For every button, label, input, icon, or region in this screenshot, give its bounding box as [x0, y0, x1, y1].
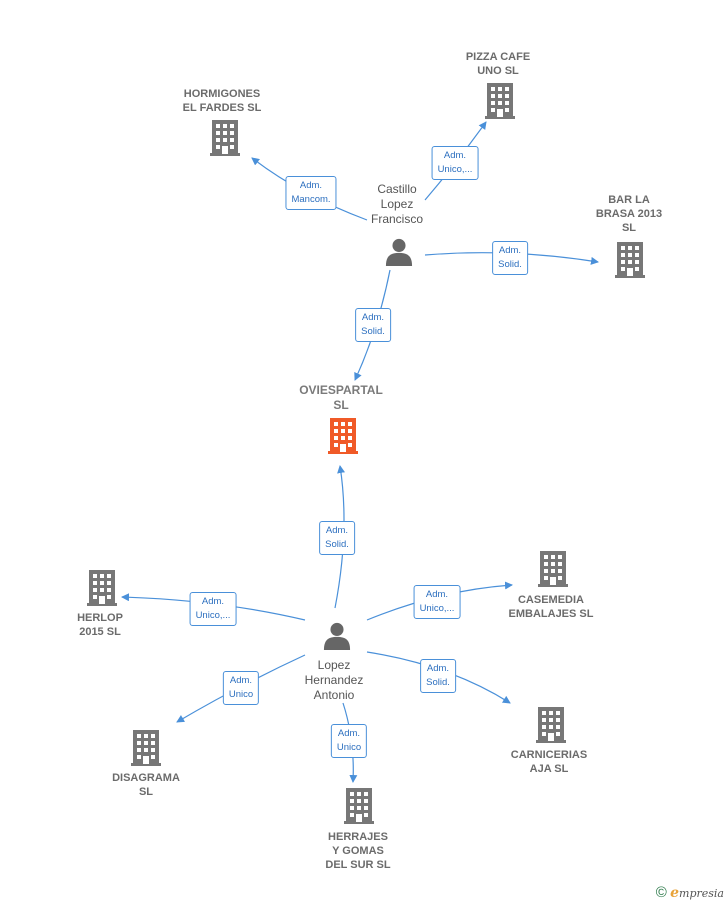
building-icon[interactable]: [344, 788, 374, 824]
person-label-lopez[interactable]: Lopez Hernandez Antonio: [304, 658, 364, 702]
building-icon[interactable]: [615, 242, 645, 278]
edge-label-lopez-center: Adm. Solid.: [319, 521, 355, 555]
company-label-disagrama[interactable]: DISAGRAMA SL: [112, 772, 180, 798]
center-building-icon[interactable]: [328, 418, 358, 454]
edge-label-castillo-pizza: Adm. Unico,...: [431, 146, 479, 180]
company-label-bar-la-brasa[interactable]: BAR LA BRASA 2013 SL: [595, 194, 663, 234]
building-icon[interactable]: [485, 83, 515, 119]
edge-label-lopez-herlop: Adm. Unico,...: [189, 592, 237, 626]
empresia-logo: empresia: [670, 885, 724, 901]
footer-brand: © empresia: [656, 884, 724, 901]
edge-label-castillo-center: Adm. Solid.: [355, 308, 391, 342]
person-icon[interactable]: [385, 238, 413, 266]
company-label-pizza-cafe[interactable]: PIZZA CAFE UNO SL: [465, 51, 531, 77]
company-label-oviespartal[interactable]: OVIESPARTAL SL: [299, 383, 383, 412]
person-icon[interactable]: [323, 622, 351, 650]
edge-label-lopez-casemedia: Adm. Unico,...: [413, 585, 461, 619]
company-label-hormigones[interactable]: HORMIGONES EL FARDES SL: [182, 88, 262, 114]
copyright-icon: ©: [655, 884, 667, 901]
company-label-carnicerias[interactable]: CARNICERIAS AJA SL: [510, 749, 588, 775]
person-label-castillo[interactable]: Castillo Lopez Francisco: [370, 182, 424, 226]
edge-label-lopez-herrajes: Adm. Unico: [330, 724, 368, 758]
edge-label-lopez-disagrama: Adm. Unico: [222, 671, 260, 705]
edge-label-castillo-hormigones: Adm. Mancom.: [285, 176, 337, 210]
edge-label-castillo-bar: Adm. Solid.: [492, 241, 528, 275]
building-icon[interactable]: [536, 707, 566, 743]
building-icon[interactable]: [538, 551, 568, 587]
company-label-herrajes[interactable]: HERRAJES Y GOMAS DEL SUR SL: [325, 831, 391, 871]
company-label-casemedia[interactable]: CASEMEDIA EMBALAJES SL: [508, 594, 594, 620]
edge-label-lopez-carnicerias: Adm. Solid.: [420, 659, 456, 693]
company-label-herlop[interactable]: HERLOP 2015 SL: [77, 612, 123, 638]
building-icon[interactable]: [210, 120, 240, 156]
building-icon[interactable]: [87, 570, 117, 606]
building-icon[interactable]: [131, 730, 161, 766]
